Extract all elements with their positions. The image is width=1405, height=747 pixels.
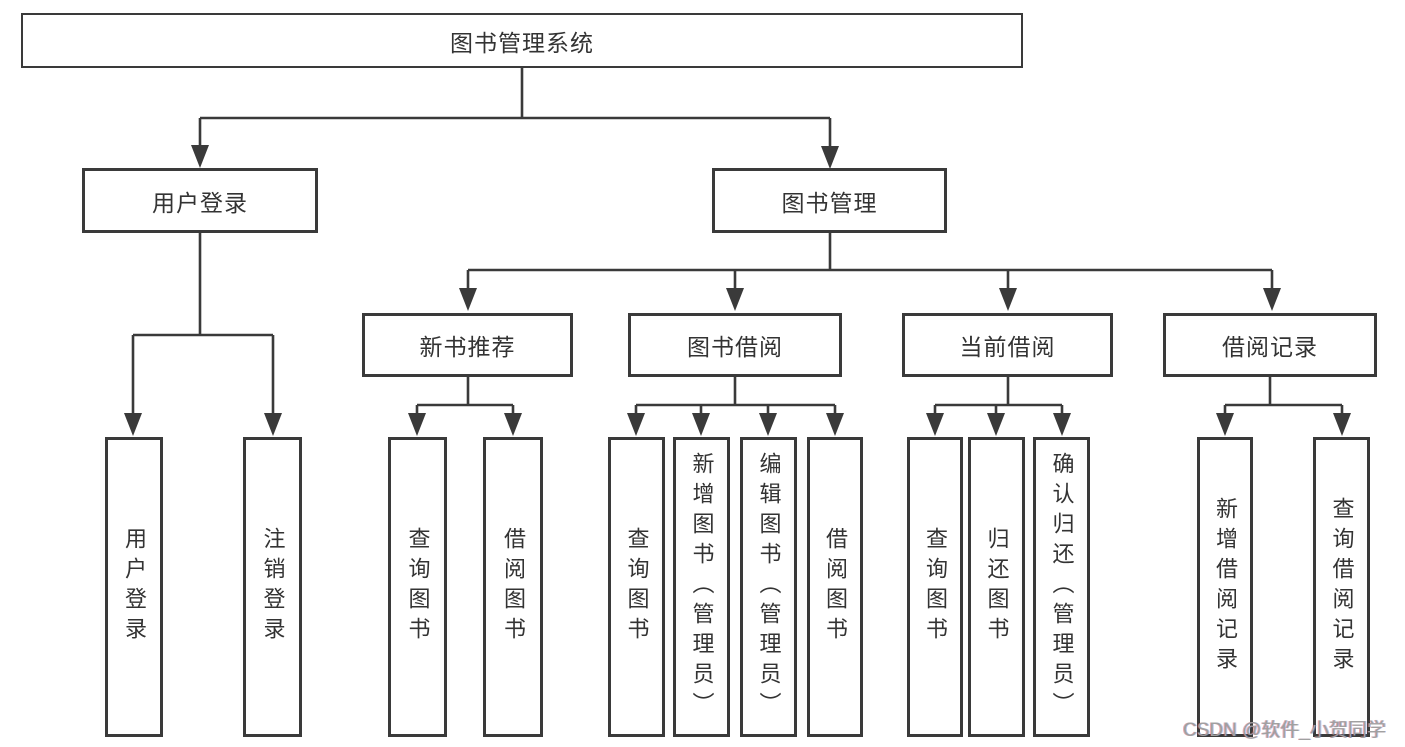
- leaf-logout-label: 注销登录: [260, 527, 286, 647]
- leaf-add-borrow-record: 新增借阅记录: [1197, 437, 1253, 737]
- leaf-newbook-query-books-label: 查询图书: [405, 527, 431, 647]
- node-current-borrowing-label: 当前借阅: [959, 334, 1056, 360]
- leaf-user-login: 用户登录: [105, 437, 163, 737]
- node-book-management-label: 图书管理: [781, 189, 878, 216]
- leaf-borrowing-query-books: 查询图书: [608, 437, 665, 737]
- node-root-label: 图书管理系统: [450, 29, 594, 56]
- leaf-borrowing-query-books-label: 查询图书: [624, 527, 650, 647]
- leaf-add-books-admin: 新增图书（管理员）: [673, 437, 730, 737]
- leaf-confirm-return-admin-label: 确认归还（管理员）: [1049, 452, 1075, 722]
- leaf-edit-books-admin: 编辑图书（管理员）: [740, 437, 797, 737]
- leaf-borrowing-borrow-books-label: 借阅图书: [823, 527, 848, 647]
- node-new-book-recommend-label: 新书推荐: [419, 334, 516, 360]
- arrowhead-icons: [124, 145, 1351, 436]
- node-borrow-records: 借阅记录: [1163, 313, 1377, 377]
- leaf-logout: 注销登录: [243, 437, 302, 737]
- leaf-confirm-return-admin: 确认归还（管理员）: [1033, 437, 1090, 737]
- leaf-return-books: 归还图书: [968, 437, 1025, 737]
- leaf-borrowing-borrow-books: 借阅图书: [807, 437, 863, 737]
- leaf-current-query-books-label: 查询图书: [923, 527, 948, 647]
- node-user-login-label: 用户登录: [152, 189, 248, 216]
- leaf-return-books-label: 归还图书: [984, 527, 1010, 647]
- csdn-watermark: CSDN @软件_小贺同学: [1183, 720, 1386, 741]
- node-book-management-module: 图书管理: [712, 168, 947, 233]
- node-root-system: 图书管理系统: [21, 13, 1023, 68]
- node-book-borrowing-label: 图书借阅: [687, 334, 783, 360]
- leaf-edit-books-admin-label: 编辑图书（管理员）: [756, 452, 782, 722]
- leaf-newbook-query-books: 查询图书: [388, 437, 447, 737]
- node-borrow-records-label: 借阅记录: [1222, 334, 1318, 360]
- node-current-borrowing: 当前借阅: [902, 313, 1113, 377]
- leaf-query-borrow-record-label: 查询借阅记录: [1329, 497, 1355, 677]
- node-user-login-module: 用户登录: [82, 168, 318, 233]
- node-new-book-recommend: 新书推荐: [362, 313, 573, 377]
- leaf-current-query-books: 查询图书: [907, 437, 963, 737]
- leaf-add-borrow-record-label: 新增借阅记录: [1213, 497, 1238, 677]
- node-book-borrowing: 图书借阅: [628, 313, 842, 377]
- leaf-query-borrow-record: 查询借阅记录: [1313, 437, 1370, 737]
- leaf-add-books-admin-label: 新增图书（管理员）: [689, 452, 715, 722]
- leaf-newbook-borrow-books-label: 借阅图书: [501, 527, 526, 647]
- leaf-newbook-borrow-books: 借阅图书: [483, 437, 543, 737]
- leaf-user-login-label: 用户登录: [122, 527, 147, 647]
